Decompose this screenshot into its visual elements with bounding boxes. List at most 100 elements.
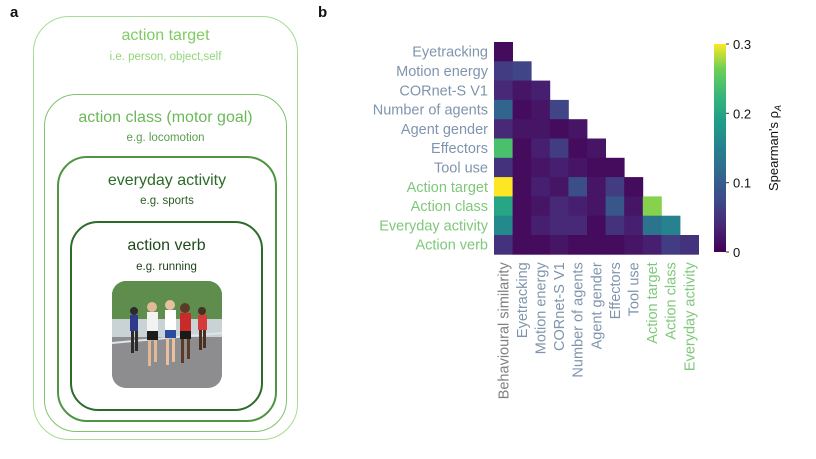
heatmap-cell (549, 119, 569, 139)
colorbar (714, 44, 726, 252)
heatmap-cell (605, 196, 625, 217)
heatmap-cell (531, 215, 551, 236)
heatmap-cell (494, 99, 513, 120)
colorbar-tick-label: 0 (733, 245, 740, 260)
heatmap-cell (512, 235, 532, 255)
heatmap-cell (549, 99, 569, 120)
colorbar-title: Spearman's ρA (766, 105, 783, 191)
action-target-box: action target i.e. person, object,self (33, 16, 298, 440)
row-label: CORnet-S V1 (399, 83, 488, 99)
heatmap-cell (642, 215, 662, 236)
heatmap-cell (549, 138, 569, 159)
colorbar-tick-label: 0.1 (733, 176, 751, 191)
action-class-title: action class (motor goal) (78, 109, 253, 126)
heatmap-cell (568, 196, 588, 217)
heatmap-cell (680, 235, 699, 255)
heatmap-cell (549, 157, 569, 178)
heatmap-cell (624, 215, 644, 236)
row-label: Tool use (434, 160, 488, 176)
heatmap-cell (587, 138, 606, 159)
panel-b-letter: b (318, 4, 328, 21)
heatmap-cell (531, 177, 551, 197)
action-target-subtitle: i.e. person, object,self (109, 51, 222, 63)
column-label: Behavioural similarity (496, 262, 512, 400)
action-target-title: action target (121, 27, 210, 44)
heatmap-cell (568, 177, 588, 197)
row-label: Everyday activity (379, 218, 489, 234)
heatmap-cell (494, 119, 513, 139)
heatmap-cell (568, 215, 588, 236)
heatmap-cell (494, 196, 513, 217)
heatmap-cell (512, 177, 532, 197)
action-verb-title: action verb (127, 237, 206, 254)
column-label: Action target (645, 262, 661, 343)
column-label: Effectors (608, 262, 624, 319)
heatmap-cell (494, 42, 513, 62)
column-label: Agent gender (589, 262, 605, 349)
heatmap-cell (587, 235, 606, 255)
heatmap-cell (624, 177, 644, 197)
action-verb-subtitle: e.g. running (136, 261, 197, 273)
action-verb-box: action verb e.g. running (70, 221, 263, 411)
row-label: Agent gender (401, 122, 488, 138)
row-label: Number of agents (373, 103, 488, 119)
heatmap-cell (531, 119, 551, 139)
heatmap-cell (549, 196, 569, 217)
row-label: Action class (411, 199, 488, 215)
heatmap-cell (512, 99, 532, 120)
heatmap-cell (512, 61, 532, 81)
heatmap-cell (587, 177, 606, 197)
row-label: Effectors (431, 141, 488, 157)
row-label: Motion energy (396, 64, 489, 80)
heatmap-cell (587, 196, 606, 217)
heatmap-cell (494, 61, 513, 81)
heatmap-cell (661, 235, 681, 255)
everyday-activity-box: everyday activity e.g. sports (57, 156, 277, 422)
everyday-activity-title: everyday activity (107, 172, 227, 189)
heatmap-cell (494, 177, 513, 197)
action-class-subtitle: e.g. locomotion (126, 132, 205, 144)
heatmap-cells (494, 42, 699, 255)
heatmap-cell (531, 235, 551, 255)
heatmap-cell (494, 215, 513, 236)
heatmap-cell (512, 215, 532, 236)
heatmap-cell (531, 80, 551, 101)
heatmap-cell (605, 235, 625, 255)
heatmap-cell (512, 157, 532, 178)
heatmap-cell (549, 235, 569, 255)
heatmap-cell (494, 157, 513, 178)
column-label: Number of agents (571, 262, 587, 377)
action-class-box: action class (motor goal) e.g. locomotio… (44, 94, 287, 432)
heatmap-cell (605, 157, 625, 178)
row-label: Action verb (415, 238, 488, 254)
heatmap-cell (512, 196, 532, 217)
heatmap-cell (531, 138, 551, 159)
heatmap-cell (661, 215, 681, 236)
heatmap-cell (568, 157, 588, 178)
column-label: Tool use (627, 262, 643, 316)
column-label: Action class (664, 262, 680, 339)
heatmap-cell (494, 138, 513, 159)
heatmap-cell (531, 157, 551, 178)
row-label: Eyetracking (412, 45, 488, 61)
heatmap-cell (549, 177, 569, 197)
heatmap-cell (587, 215, 606, 236)
heatmap-cell (512, 80, 532, 101)
heatmap-cell (549, 215, 569, 236)
column-label: Everyday activity (682, 262, 698, 372)
colorbar-title-subscript: A (773, 105, 783, 112)
runners-photo (112, 281, 222, 388)
row-label: Action target (407, 180, 488, 196)
heatmap-cell (568, 235, 588, 255)
heatmap-cell (494, 235, 513, 255)
heatmap-cell (494, 80, 513, 101)
heatmap-cell (587, 157, 606, 178)
colorbar-tick-label: 0.2 (733, 106, 751, 121)
heatmap-cell (568, 119, 588, 139)
heatmap-cell (512, 119, 532, 139)
column-label: Motion energy (534, 262, 550, 355)
everyday-activity-subtitle: e.g. sports (140, 195, 194, 207)
heatmap-cell (531, 99, 551, 120)
panel-a-letter: a (10, 4, 19, 21)
colorbar-ticks: 00.10.20.3 (726, 37, 751, 260)
